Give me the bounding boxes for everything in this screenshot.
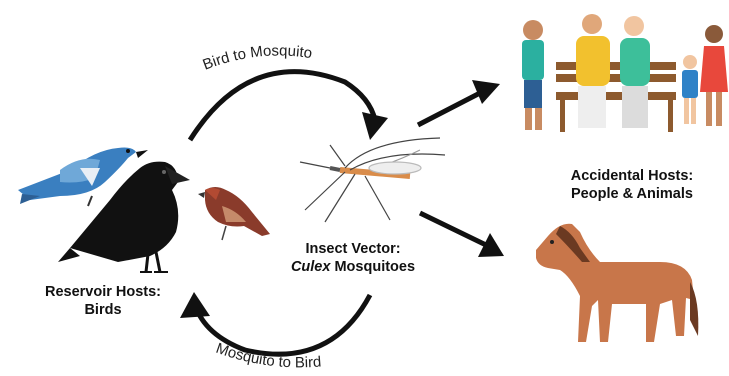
accidental-hosts-label: Accidental Hosts: People & Animals <box>542 167 722 203</box>
bird-to-mosquito-arrowhead <box>362 112 388 140</box>
vector-genus: Culex <box>291 259 331 275</box>
finch-icon <box>198 187 270 240</box>
reservoir-hosts-label: Reservoir Hosts: Birds <box>18 283 188 319</box>
reservoir-line1: Reservoir Hosts: <box>18 283 188 301</box>
people-icon <box>522 14 728 132</box>
mosquito-to-bird-label: Mosquito to Bird <box>214 340 322 372</box>
reservoir-line2: Birds <box>18 301 188 319</box>
vector-line2-rest: Mosquitoes <box>330 259 415 275</box>
vector-line2: Culex Mosquitoes <box>258 258 448 276</box>
mosquito-icon <box>300 138 445 222</box>
horse-icon <box>536 224 698 342</box>
to-people-arrow <box>418 93 480 125</box>
accidental-line2: People & Animals <box>542 185 722 203</box>
vector-line1: Insect Vector: <box>258 240 448 258</box>
bird-to-mosquito-label: Bird to Mosquito <box>200 42 313 73</box>
insect-vector-label: Insect Vector: Culex Mosquitoes <box>258 240 448 276</box>
accidental-line1: Accidental Hosts: <box>542 167 722 185</box>
to-people-arrowhead <box>472 80 500 104</box>
bird-to-mosquito-arrow <box>190 72 375 140</box>
